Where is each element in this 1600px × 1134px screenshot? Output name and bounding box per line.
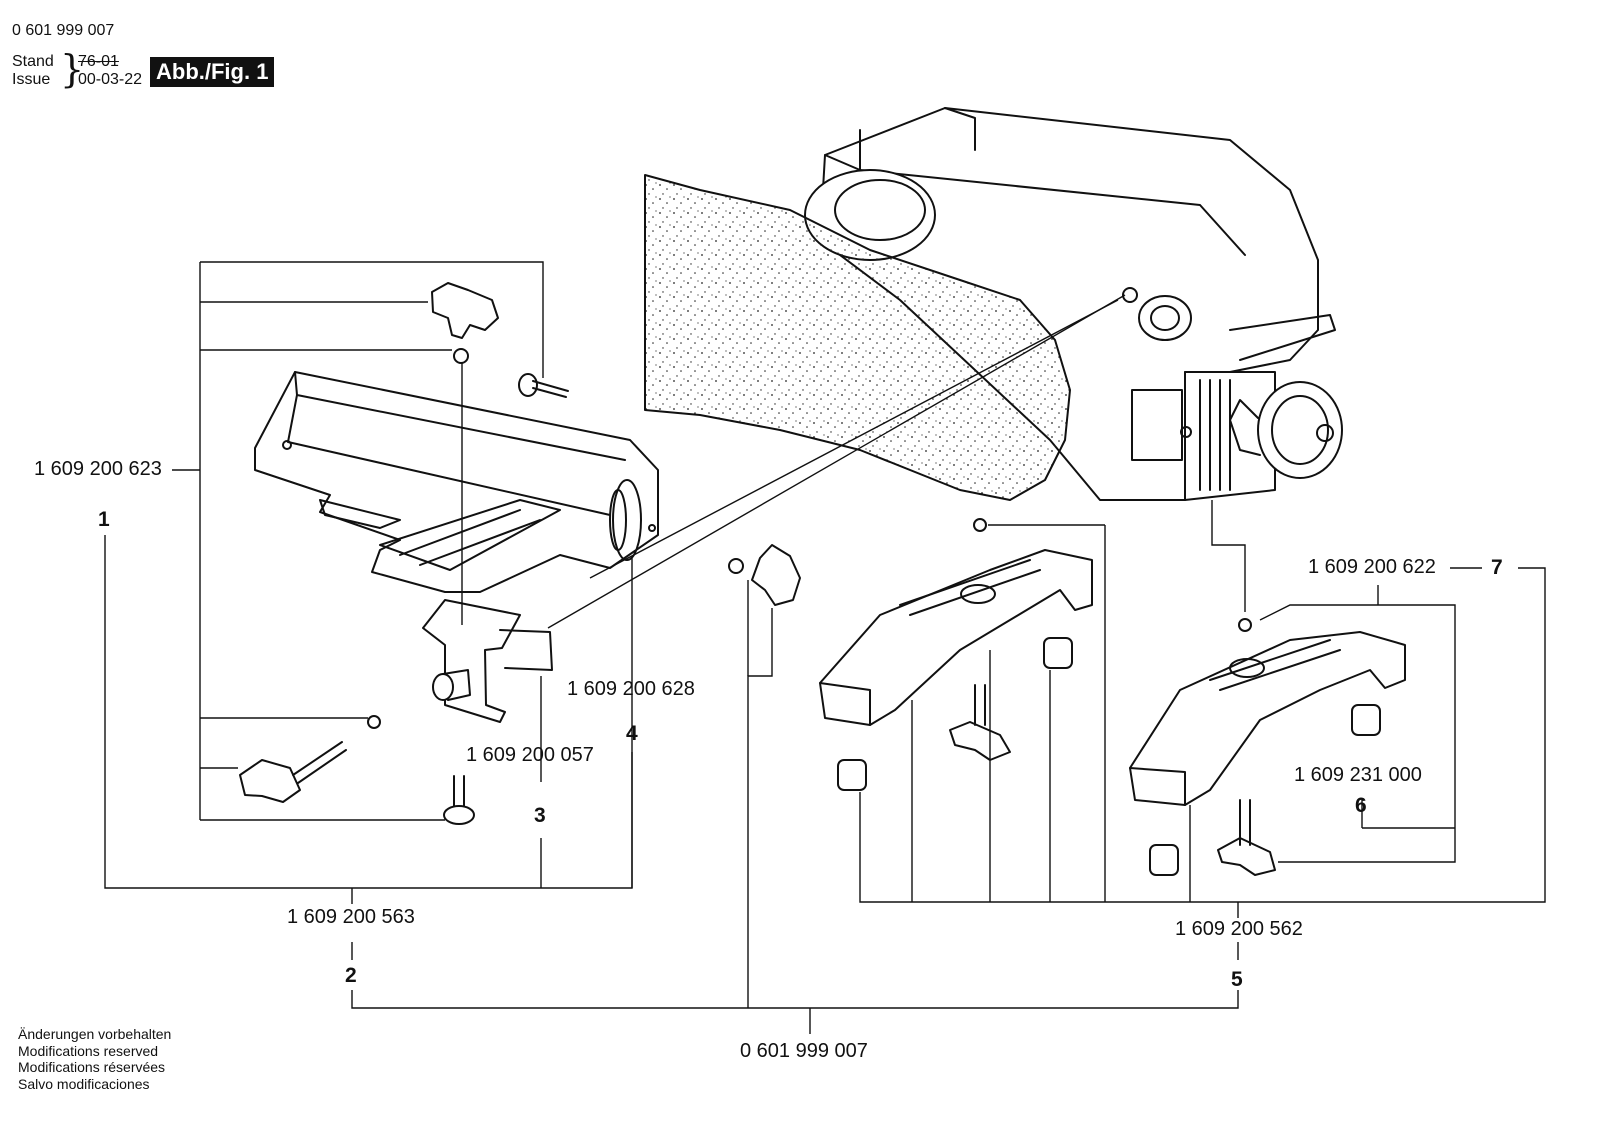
hex-screw [443,775,475,825]
figure-label: Abb./Fig. 1 [150,57,275,87]
middle-knob [751,544,801,606]
rubber-foot-a [837,759,867,791]
rubber-foot-c [1351,704,1381,736]
part-index-4: 4 [626,722,638,745]
middle-washer [728,558,744,574]
clamp-holder-part [422,599,553,723]
stand-foot-part [819,549,1093,726]
modifications-notice: Änderungen vorbehalten Modifications res… [18,1026,171,1092]
part-number-2: 1 609 200 563 [287,906,415,928]
part-number-1: 1 609 200 623 [34,458,162,480]
clamp-washer [367,715,381,729]
old-issue-date: 76-01 [78,53,119,70]
part-number-3: 1 609 200 057 [466,744,594,766]
part-index-7: 7 [1491,556,1503,579]
fence-screw [518,373,569,398]
issue-label: Issue [12,71,51,88]
sander-side-knob [1122,287,1192,341]
brace-glyph: } [60,47,85,91]
rubber-foot-b [1043,637,1073,669]
part-number-6: 1 609 231 000 [1294,764,1422,786]
stand-wing-screw [949,684,1011,761]
fence-knob [431,282,499,339]
assembly-number: 0 601 999 007 [740,1040,868,1062]
footer-line-en: Modifications reserved [18,1042,159,1059]
stand-foot-part-7 [1129,631,1406,806]
wing-screw-left [239,741,347,803]
fence-washer [453,348,469,364]
footer-line-de: Änderungen vorbehalten [18,1026,172,1042]
stand-7-wing-screw [1217,799,1276,876]
stand-label: Stand [12,53,54,70]
part-number-4: 1 609 200 628 [567,678,695,700]
stand-washer [973,518,987,532]
fence-guide-part [254,371,659,593]
part-index-5: 5 [1231,968,1243,991]
part-number-7: 1 609 200 622 [1308,556,1436,578]
part-number-5: 1 609 200 562 [1175,918,1303,940]
issue-date: 00-03-22 [78,71,143,88]
part-index-6: 6 [1355,794,1367,817]
part-index-1: 1 [98,508,110,531]
part-index-2: 2 [345,964,357,987]
dust-bag [644,174,1071,501]
document-number: 0 601 999 007 [12,22,115,39]
stand-issue-labels: Stand Issue [12,53,54,89]
footer-line-fr: Modifications réservées [18,1059,166,1075]
leader-lines [104,261,1546,1034]
stand-7-washer [1238,618,1252,632]
rubber-foot-d [1149,844,1179,876]
footer-line-es: Salvo modificaciones [18,1075,150,1092]
part-index-3: 3 [534,804,546,827]
sander-front-knob [1229,381,1343,479]
